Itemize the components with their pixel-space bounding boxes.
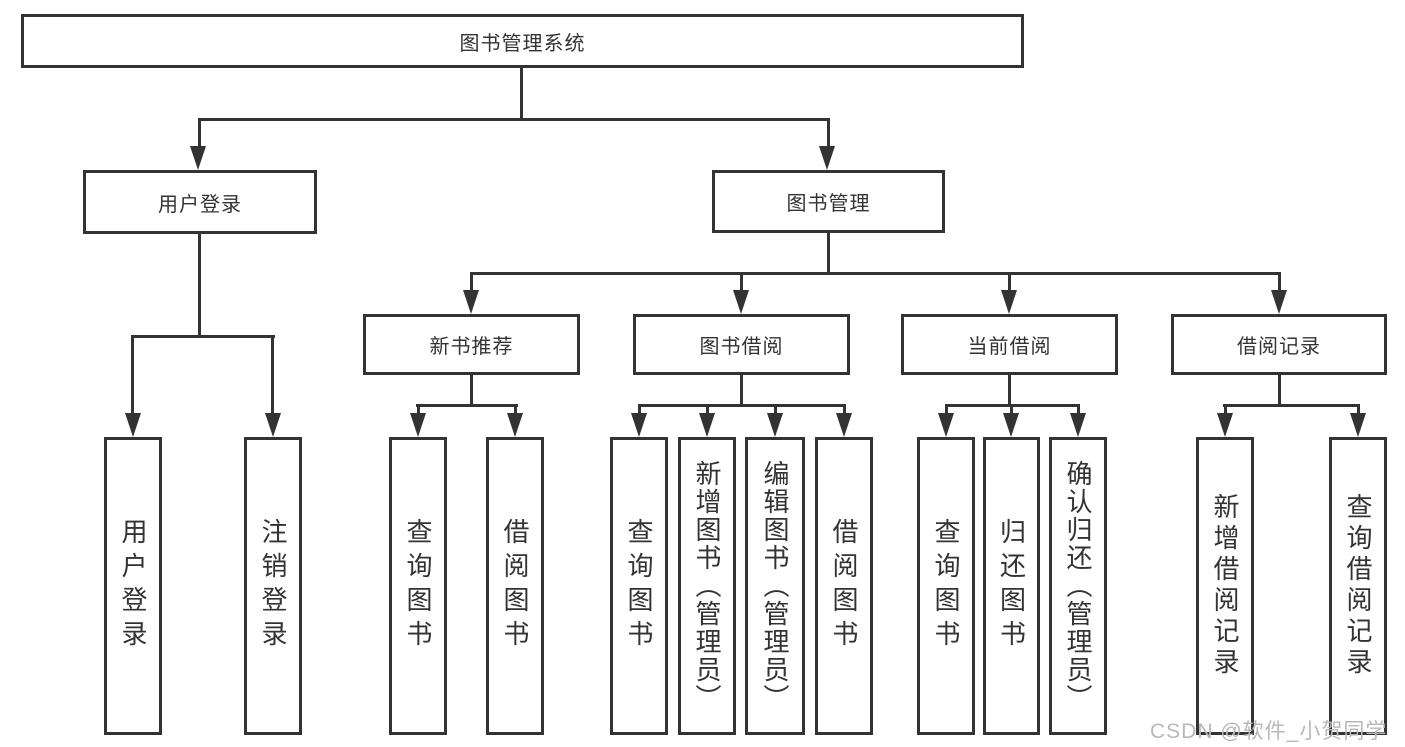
leaf-query-books-recommend: 查询图书 [389, 437, 447, 735]
node-label: 新书推荐 [429, 336, 514, 358]
connector-line [131, 335, 134, 415]
node-label: 借阅记录 [1237, 336, 1321, 358]
arrow-down-icon [938, 413, 954, 437]
connector-line [1223, 404, 1360, 407]
connector-line [198, 234, 201, 335]
connector-line [1008, 272, 1011, 292]
arrow-down-icon [1350, 413, 1366, 437]
node-label: 图书管理系统 [459, 32, 586, 55]
leaf-label: 查询图书 [403, 518, 433, 654]
leaf-label: 归还图书 [996, 518, 1027, 654]
connector-line [843, 404, 846, 416]
node-book-management: 图书管理 [712, 170, 945, 233]
arrow-down-icon [265, 413, 281, 437]
node-label: 当前借阅 [967, 336, 1052, 358]
arrow-down-icon [767, 413, 783, 437]
node-label: 用户登录 [158, 193, 242, 216]
connector-line [740, 272, 743, 292]
leaf-edit-books-admin: 编辑图书（管理员） [745, 437, 805, 735]
node-label: 图书管理 [786, 193, 871, 215]
connector-line [198, 118, 830, 121]
node-current-borrowing: 当前借阅 [901, 314, 1118, 375]
arrow-down-icon [1070, 413, 1086, 437]
leaf-label: 编辑图书（管理员） [760, 460, 790, 712]
leaf-query-borrow-record: 查询借阅记录 [1329, 437, 1387, 735]
node-root-library-system: 图书管理系统 [21, 14, 1024, 68]
node-label: 图书借阅 [699, 336, 784, 358]
connector-line [416, 404, 518, 407]
arrow-down-icon [1001, 290, 1017, 314]
leaf-label: 查询图书 [624, 518, 654, 654]
node-borrow-records: 借阅记录 [1171, 314, 1387, 375]
connector-line [520, 68, 523, 118]
connector-line [1278, 272, 1281, 292]
leaf-label: 注销登录 [258, 518, 288, 654]
connector-line [638, 404, 641, 416]
connector-line [1278, 375, 1281, 407]
leaf-user-login: 用户登录 [104, 437, 162, 735]
leaf-label: 查询借阅记录 [1343, 493, 1373, 679]
arrow-down-icon [1271, 290, 1287, 314]
arrow-down-icon [507, 413, 523, 437]
arrow-down-icon [1217, 413, 1233, 437]
leaf-borrow-books-borrow: 借阅图书 [815, 437, 873, 735]
arrow-down-icon [733, 290, 749, 314]
connector-line [740, 375, 743, 407]
node-user-login: 用户登录 [83, 170, 317, 234]
connector-line [470, 272, 1281, 275]
connector-line [827, 233, 830, 272]
arrow-down-icon [631, 413, 647, 437]
node-book-borrowing: 图书借阅 [633, 314, 850, 375]
connector-line [945, 404, 948, 416]
connector-line [1224, 404, 1227, 416]
leaf-label: 确认归还（管理员） [1063, 460, 1093, 712]
connector-line [774, 404, 777, 416]
leaf-return-books: 归还图书 [983, 437, 1040, 735]
leaf-query-books-current: 查询图书 [917, 437, 975, 735]
leaf-label: 查询图书 [931, 518, 961, 654]
arrow-down-icon [190, 146, 206, 170]
connector-line [514, 404, 517, 416]
leaf-label: 新增图书（管理员） [692, 460, 722, 712]
connector-line [131, 335, 275, 338]
node-new-book-recommend: 新书推荐 [363, 314, 580, 375]
connector-line [271, 335, 274, 415]
leaf-label: 新增借阅记录 [1210, 493, 1240, 679]
connector-line [1077, 404, 1080, 416]
arrow-down-icon [1003, 413, 1019, 437]
connector-line [827, 118, 830, 150]
connector-line [470, 272, 473, 292]
arrow-down-icon [819, 146, 835, 170]
arrow-down-icon [699, 413, 715, 437]
leaf-confirm-return-admin: 确认归还（管理员） [1049, 437, 1107, 735]
leaf-logout: 注销登录 [244, 437, 302, 735]
leaf-borrow-books-recommend: 借阅图书 [486, 437, 544, 735]
connector-line [1010, 404, 1013, 416]
connector-line [638, 404, 846, 407]
leaf-label: 借阅图书 [829, 518, 859, 654]
connector-line [706, 404, 709, 416]
arrow-down-icon [836, 413, 852, 437]
connector-line [198, 118, 201, 150]
connector-line [417, 404, 420, 416]
arrow-down-icon [463, 290, 479, 314]
leaf-query-books-borrow: 查询图书 [610, 437, 668, 735]
leaf-label: 借阅图书 [500, 518, 530, 654]
csdn-watermark: CSDN @软件_小贺同学 [1150, 720, 1388, 743]
leaf-add-borrow-record: 新增借阅记录 [1196, 437, 1254, 735]
connector-line [1357, 404, 1360, 416]
leaf-label: 用户登录 [118, 518, 148, 654]
connector-line [1008, 375, 1011, 407]
connector-line [470, 375, 473, 407]
arrow-down-icon [125, 413, 141, 437]
arrow-down-icon [410, 413, 426, 437]
leaf-add-books-admin: 新增图书（管理员） [678, 437, 736, 735]
